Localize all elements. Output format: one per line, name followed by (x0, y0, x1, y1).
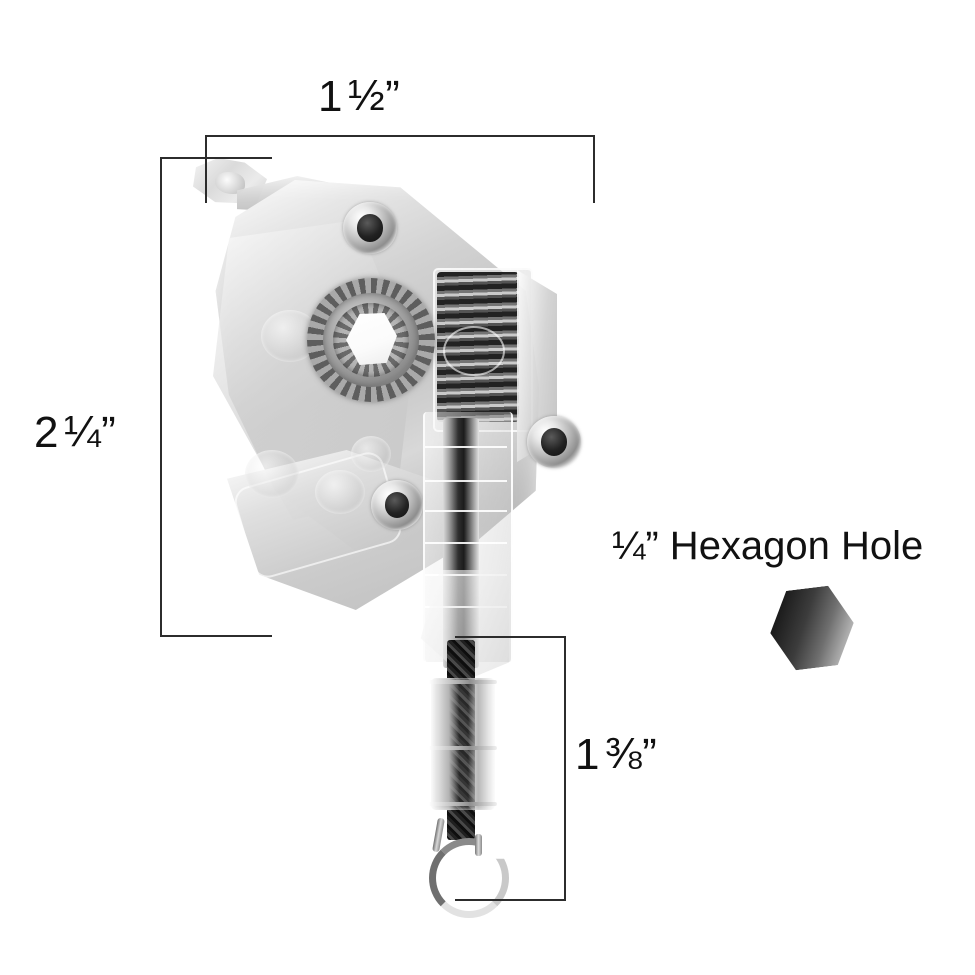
height-bracket-line (160, 157, 162, 637)
stem-rib (425, 446, 507, 448)
housing-boss (351, 436, 391, 472)
width-bracket-tick-right (593, 135, 595, 203)
hexagon-swatch (765, 583, 858, 673)
hexagon-shape-icon (765, 583, 858, 673)
cord-whole: 1 (575, 730, 600, 779)
cord-dimension-label: 1 ⅜” (575, 729, 658, 780)
hex-unit: ” (645, 524, 659, 568)
width-dimension-label: 1 ½” (318, 71, 401, 122)
housing-boss (315, 470, 365, 514)
metal-hook (415, 817, 511, 918)
chrome-screw (527, 416, 581, 468)
cord-fraction: ⅜ (604, 729, 643, 778)
hex-fraction: ¼ (612, 524, 646, 568)
housing-boss (245, 450, 299, 498)
height-dimension-label: 2 ¼” (34, 407, 117, 458)
width-fraction: ½ (347, 71, 386, 120)
clutch-gear (307, 278, 435, 402)
height-bracket-tick-top (160, 157, 272, 159)
sleeve-band (429, 680, 497, 684)
chrome-sleeve (431, 678, 495, 810)
hexagon-hole-callout-label: ¼” Hexagon Hole (612, 524, 923, 569)
hex-callout-text: Hexagon Hole (658, 524, 924, 568)
chrome-screw (371, 480, 423, 530)
height-fraction: ¼ (63, 407, 102, 456)
hook-ring (429, 838, 509, 918)
sleeve-band (429, 746, 497, 750)
cord-unit: ” (642, 730, 658, 779)
cord-bracket-line (564, 636, 566, 901)
height-bracket-tick-bottom (160, 635, 272, 637)
height-whole: 2 (34, 408, 59, 457)
stem-rib (425, 480, 507, 482)
stem-rib (425, 542, 507, 544)
cord-bracket-tick-top (455, 636, 565, 638)
chrome-screw (343, 202, 397, 254)
spring-highlight (443, 326, 505, 376)
width-unit: ” (385, 72, 401, 121)
stem-rib (425, 510, 507, 512)
width-bracket-line (205, 135, 595, 137)
mounting-tab-boss (215, 172, 245, 194)
sleeve-band (429, 802, 497, 806)
width-bracket-tick-left (205, 135, 207, 203)
height-unit: ” (101, 408, 117, 457)
cord-bracket-tick-bottom (455, 899, 565, 901)
width-whole: 1 (318, 72, 343, 121)
clutch-mechanism-photo (175, 150, 595, 918)
hook-tip (475, 834, 482, 856)
